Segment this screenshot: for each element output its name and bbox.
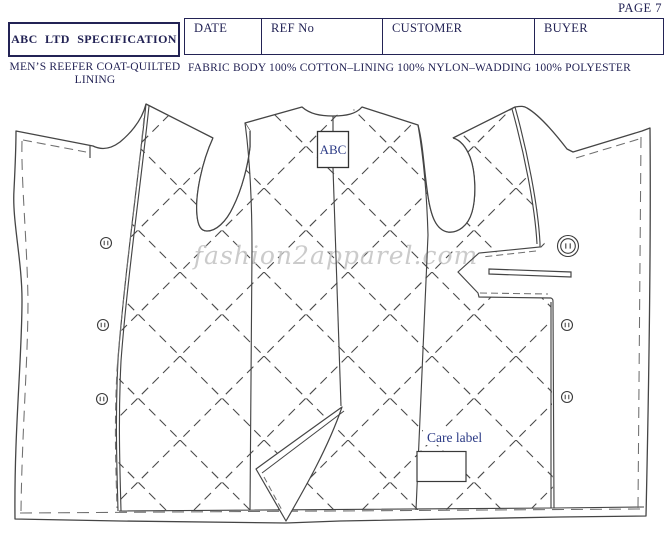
- garment-title-line1: MEN’S REEFER COAT-QUILTED: [9, 61, 181, 73]
- welt-pocket: [488, 268, 572, 278]
- table-row: DATE REF No CUSTOMER BUYER: [184, 18, 664, 55]
- button-small: [95, 392, 109, 406]
- care-label-box: [416, 450, 467, 483]
- care-label: Care label: [416, 429, 487, 483]
- garment-title-line2: LINING: [74, 74, 116, 86]
- care-label-text: Care label: [427, 430, 482, 445]
- button-small: [560, 318, 574, 332]
- button-small: [96, 318, 110, 332]
- spec-info-table: DATE REF No CUSTOMER BUYER: [184, 18, 664, 55]
- watermark-text: fashion2apparel.com: [192, 241, 478, 270]
- buttons: [95, 234, 580, 406]
- company-spec-title: ABC LTD SPECIFICATION: [11, 32, 177, 46]
- button-large: [556, 234, 580, 258]
- brand-neck-label: ABC: [316, 130, 350, 169]
- button-small: [99, 236, 113, 250]
- hem-fold-corner: [255, 406, 345, 522]
- table-cell-customer: CUSTOMER: [382, 18, 535, 55]
- brand-neck-label-text: ABC: [320, 142, 347, 157]
- garment-title: MEN’S REEFER COAT-QUILTED LINING: [0, 61, 190, 87]
- company-spec-title-box: ABC LTD SPECIFICATION: [8, 22, 180, 57]
- stitch-lines: [19, 117, 642, 514]
- button-small: [560, 390, 574, 404]
- armholes: [196, 123, 476, 233]
- fabric-composition-note: FABRIC BODY 100% COTTON–LINING 100% NYLO…: [188, 62, 631, 74]
- table-cell-buyer: BUYER: [534, 18, 664, 55]
- page-number: PAGE 7: [618, 1, 662, 15]
